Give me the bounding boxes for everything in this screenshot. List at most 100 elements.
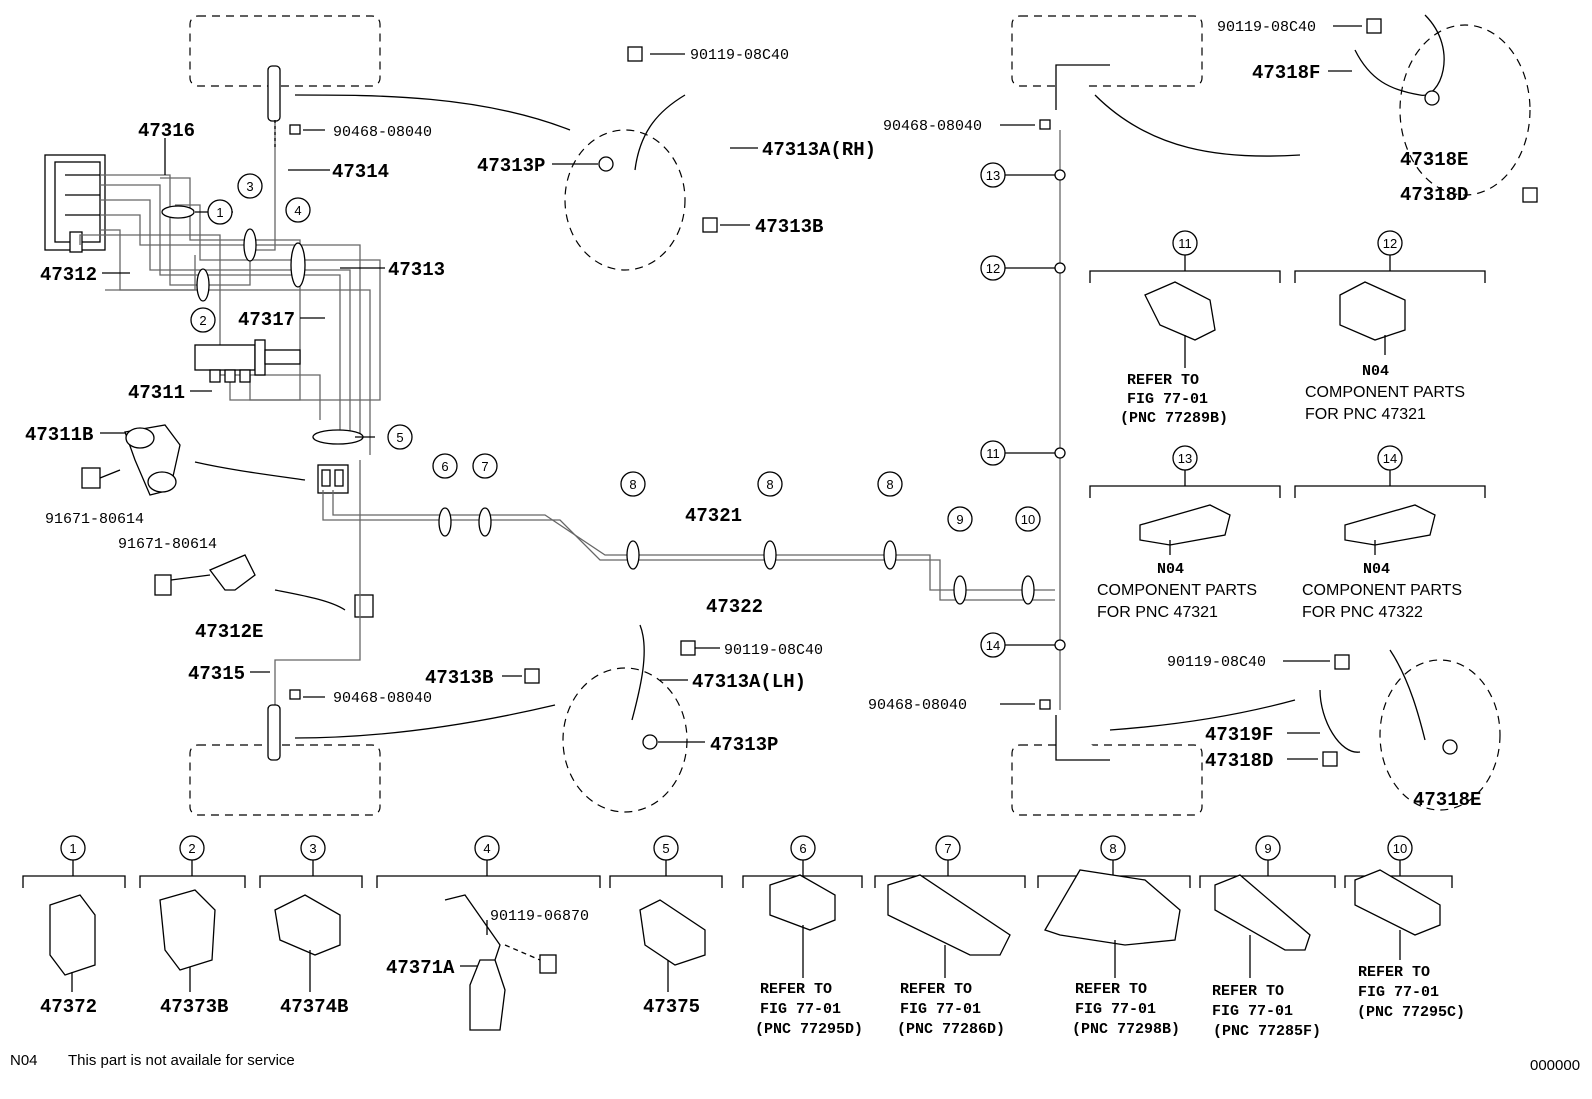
- bolt-90119-08C40-a: [627, 46, 643, 62]
- label-47313P-top: 47313P: [477, 155, 545, 177]
- bolt-90119-08C40-d: [1334, 654, 1350, 670]
- callout-circles: 1 2 3 4 5 6 7 8 8 8 9 10 11 12 13 14: [190, 162, 1041, 658]
- bottom-9-num: 9: [1264, 841, 1271, 856]
- callout-1: 1: [216, 205, 223, 220]
- washer-47318E-bot: [1442, 739, 1458, 755]
- callout-10: 10: [1021, 512, 1035, 527]
- bottom-5-num: 5: [662, 841, 669, 856]
- bolt-47318D-top: [1522, 187, 1538, 203]
- bottom-4-extra: 90119-06870: [490, 908, 589, 925]
- clamp-box-11-line3: (PNC 77289B): [1120, 410, 1228, 427]
- clip-8c: [883, 540, 897, 570]
- bolt-90119-08C40-c: [1366, 18, 1382, 34]
- clamp-box-14: 14 N04 COMPONENT PARTS FOR PNC 47322: [1294, 445, 1486, 621]
- bottom-6-line1: REFER TO: [760, 981, 832, 998]
- clip-2: [196, 268, 210, 302]
- bottom-4-part: 47371A: [386, 957, 455, 979]
- bracket-47312E-icon: [154, 554, 256, 596]
- label-47311: 47311: [128, 382, 185, 404]
- label-47313A-RH: 47313A(RH): [762, 139, 876, 161]
- bottom-3-part: 47374B: [280, 996, 348, 1018]
- label-47316: 47316: [138, 120, 195, 142]
- arrow-bracket-47311B: [194, 461, 306, 481]
- clamp-near-47312E: [354, 594, 374, 618]
- label-47317: 47317: [238, 309, 295, 331]
- callout-5: 5: [396, 430, 403, 445]
- bottom-clamp-1: 1 47372: [22, 835, 126, 1018]
- callout-3: 3: [246, 179, 253, 194]
- label-90468-tr: 90468-08040: [883, 118, 982, 135]
- label-47313B-top: 47313B: [755, 216, 823, 238]
- arrow-front-left: [294, 94, 571, 131]
- bottom-clamp-9: 9 REFER TO FIG 77-01 (PNC 77285F): [1199, 835, 1336, 1040]
- callout-7: 7: [481, 459, 488, 474]
- bolt-47318D-bot: [1322, 751, 1338, 767]
- label-47319F: 47319F: [1205, 724, 1273, 746]
- clamp-box-11-line2: FIG 77-01: [1127, 391, 1208, 408]
- junction-block-icon: [317, 464, 349, 494]
- label-47318D-bot: 47318D: [1205, 750, 1273, 772]
- bottom-8-line1: REFER TO: [1075, 981, 1147, 998]
- clamp-box-14-code: N04: [1363, 561, 1390, 578]
- bottom-8-line2: FIG 77-01: [1075, 1001, 1156, 1018]
- bottom-10-line3: (PNC 77295C): [1357, 1004, 1465, 1021]
- footer-code: N04: [10, 1052, 38, 1069]
- clamp-box-14-line1: COMPONENT PARTS: [1302, 582, 1462, 599]
- clip-7: [478, 507, 492, 537]
- footer-page-id: 000000: [1530, 1057, 1580, 1074]
- clip-10: [1021, 575, 1035, 605]
- bottom-7-line3: (PNC 77286D): [897, 1021, 1005, 1038]
- clip-8a: [626, 540, 640, 570]
- clamp-box-12-line1: COMPONENT PARTS: [1305, 384, 1465, 401]
- front-left-wheel-box: [189, 15, 381, 87]
- clamp-box-11-num: 11: [1178, 236, 1192, 251]
- callout-14: 14: [986, 638, 1000, 653]
- clip-8b: [763, 540, 777, 570]
- clip-6: [438, 507, 452, 537]
- rear-left-wheel-box: [189, 744, 381, 816]
- flex-hose-47313A-LH: [631, 624, 645, 721]
- label-47312E: 47312E: [195, 621, 263, 643]
- bottom-6-line3: (PNC 77295D): [755, 1021, 863, 1038]
- bottom-8-line3: (PNC 77298B): [1072, 1021, 1180, 1038]
- washer-47318E-top: [1424, 90, 1440, 106]
- bottom-1-part: 47372: [40, 996, 97, 1018]
- bottom-8-num: 8: [1109, 841, 1116, 856]
- bottom-9-line2: FIG 77-01: [1212, 1003, 1293, 1020]
- bottom-4-num: 4: [483, 841, 490, 856]
- pipe-bundle-front: [79, 120, 381, 455]
- label-47315: 47315: [188, 663, 245, 685]
- bolt-47313B-bot: [524, 668, 540, 684]
- clamp-box-12-num: 12: [1383, 236, 1397, 251]
- label-47318D-top: 47318D: [1400, 184, 1468, 206]
- bottom-10-line2: FIG 77-01: [1358, 984, 1439, 1001]
- washer-47313P-bot: [642, 734, 658, 750]
- front-right-wheel-box: [1011, 15, 1203, 87]
- label-91671-b: 91671-80614: [118, 536, 217, 553]
- clamp-box-13-code: N04: [1157, 561, 1184, 578]
- clamp-box-14-num: 14: [1383, 451, 1397, 466]
- bottom-3-num: 3: [309, 841, 316, 856]
- bottom-1-num: 1: [69, 841, 76, 856]
- proportioning-valve-icon: [194, 339, 301, 383]
- bottom-7-num: 7: [944, 841, 951, 856]
- bottom-9-line1: REFER TO: [1212, 983, 1284, 1000]
- bolt-47313B-top: [702, 217, 718, 233]
- clamp-box-12: 12 N04 COMPONENT PARTS FOR PNC 47321: [1294, 230, 1486, 423]
- label-90468-tl: 90468-08040: [333, 124, 432, 141]
- label-47314: 47314: [332, 161, 389, 183]
- label-47313: 47313: [388, 259, 445, 281]
- arrow-bracket-47312E: [274, 589, 346, 611]
- label-47311B: 47311B: [25, 424, 93, 446]
- bottom-10-line1: REFER TO: [1358, 964, 1430, 981]
- label-90119-b: 90119-08C40: [724, 642, 823, 659]
- bottom-clamp-6: 6 REFER TO FIG 77-01 (PNC 77295D): [742, 835, 863, 1038]
- bottom-2-part: 47373B: [160, 996, 228, 1018]
- flex-hose-47318F: [1354, 14, 1445, 96]
- bottom-clamp-4: 4 90119-06870 47371A: [376, 835, 601, 1031]
- arrow-front-right: [1094, 94, 1301, 157]
- label-91671-a: 91671-80614: [45, 511, 144, 528]
- washer-47313P-top: [598, 156, 614, 172]
- clamp-box-13-num: 13: [1178, 451, 1192, 466]
- bottom-clamp-8: 8 REFER TO FIG 77-01 (PNC 77298B): [1037, 835, 1191, 1038]
